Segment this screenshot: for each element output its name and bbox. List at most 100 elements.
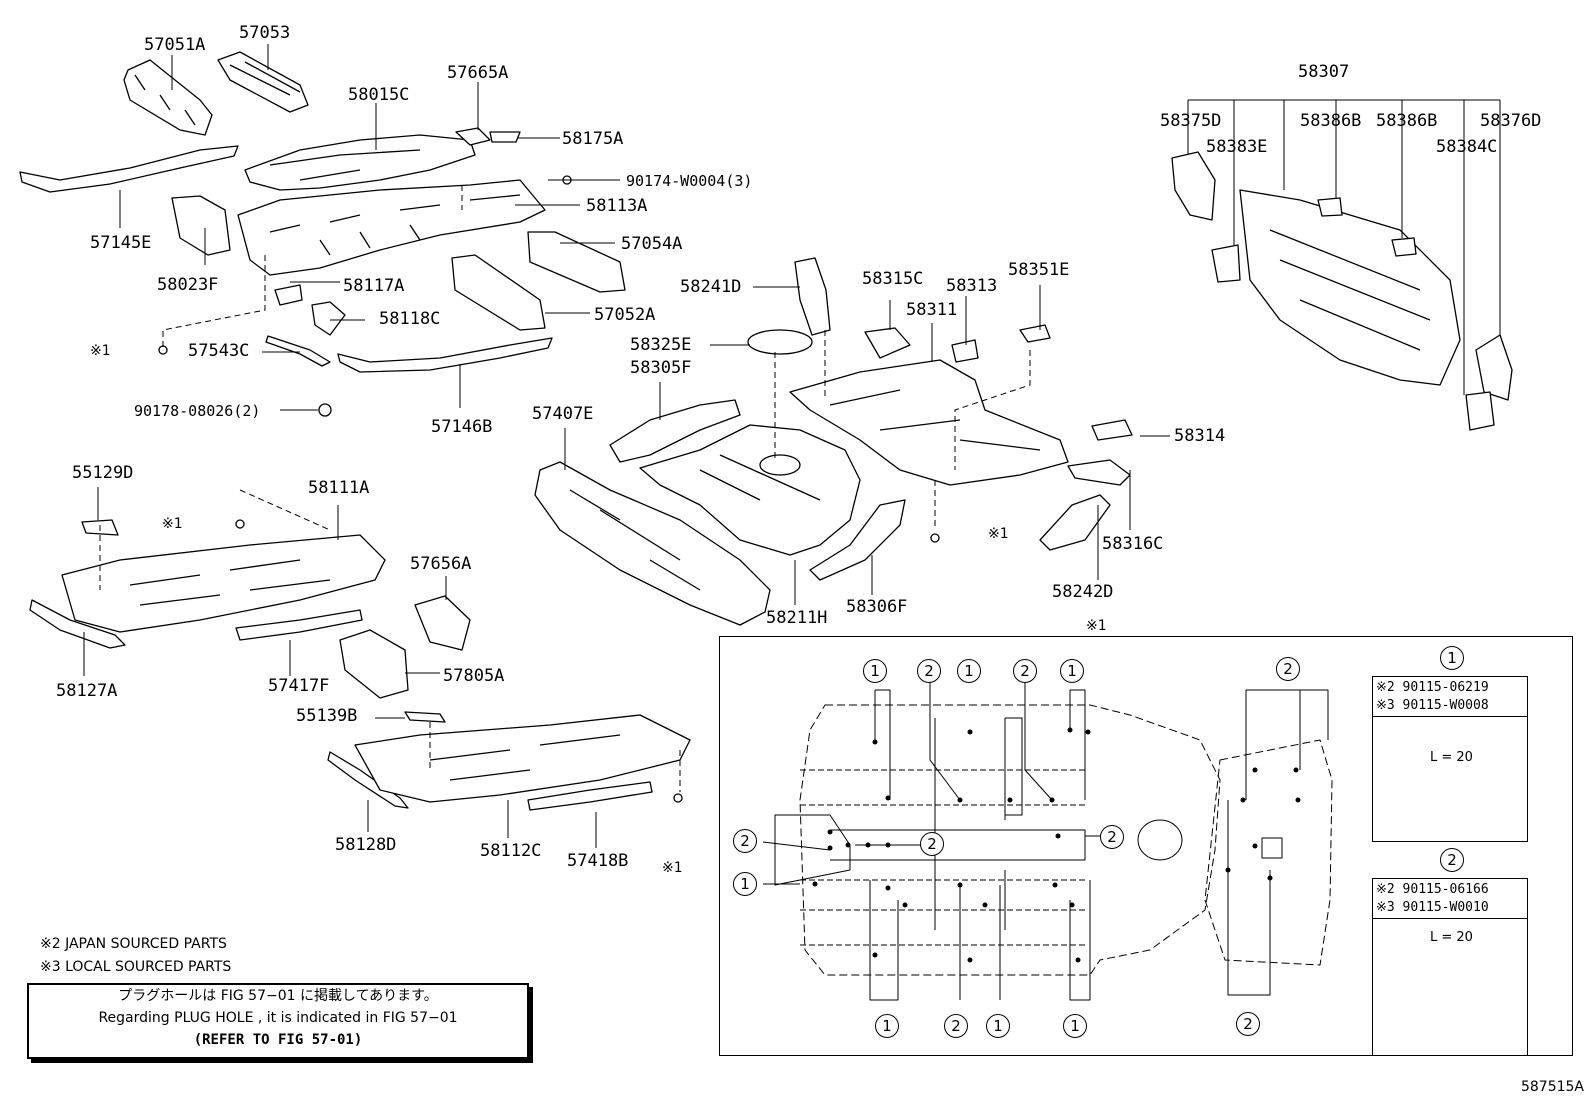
callout-2: 2 (1013, 659, 1037, 683)
part-57417F-shape (235, 609, 363, 641)
part-58375D-shape (1171, 151, 1216, 221)
part-55139B-shape (404, 711, 446, 723)
part-label: 90178-08026(2) (134, 402, 261, 420)
ref-marker: ※1 (988, 526, 1009, 542)
part-label: 57051A (144, 35, 206, 55)
spec-2-screw-box (1372, 918, 1528, 1056)
part-label: 57418B (567, 851, 629, 871)
part-58386B-right-shape (1391, 237, 1417, 257)
spec-2-length: L = 20 (1430, 930, 1473, 945)
callout-2: 2 (1276, 657, 1300, 681)
spec-1-local-part: ※3 90115-W0008 (1376, 698, 1489, 713)
callout-1: 1 (733, 872, 757, 896)
callout-2: 2 (1100, 825, 1124, 849)
part-label: 58127A (56, 681, 118, 701)
part-58113A-shape (237, 179, 546, 276)
part-58117A-shape (274, 284, 303, 306)
spec-1-part-numbers-box (1372, 676, 1528, 718)
reference-line-english: Regarding PLUG HOLE , it is indicated in… (98, 1010, 458, 1026)
part-label: 58128D (335, 835, 397, 855)
spec-2-japan-part: ※2 90115-06166 (1376, 882, 1489, 897)
callout-1: 1 (875, 1014, 899, 1038)
part-58384C-shape (1465, 391, 1495, 431)
callout-1: 1 (957, 659, 981, 683)
part-57805A-shape (339, 629, 409, 699)
spec-2-title-callout: 2 (1440, 848, 1464, 872)
part-label: 58316C (1102, 534, 1164, 554)
part-57051A-shape (123, 59, 213, 136)
part-label: 58313 (946, 276, 998, 296)
callout-2: 2 (920, 832, 944, 856)
part-label: 58307 (1298, 62, 1350, 82)
callout-1: 1 (986, 1014, 1010, 1038)
part-label: 58384C (1436, 137, 1498, 157)
part-label: 58314 (1174, 426, 1226, 446)
callout-2: 2 (917, 659, 941, 683)
part-58242D-shape (1039, 494, 1111, 551)
part-label: 57145E (90, 233, 152, 253)
part-label: 58376D (1480, 111, 1542, 131)
part-58023F-shape (171, 195, 231, 256)
part-label: 58386B (1300, 111, 1362, 131)
part-label: 57417F (268, 676, 330, 696)
part-label: 57543C (188, 341, 250, 361)
part-58111A-shape (61, 534, 386, 633)
note-local-sourced: ※3 LOCAL SOURCED PARTS (40, 959, 232, 975)
leader-lines (83, 44, 1501, 848)
ref-marker-inset: ※1 (1086, 618, 1107, 634)
part-58305F-shape (609, 399, 741, 463)
spec-1-japan-part: ※2 90115-06219 (1376, 680, 1489, 695)
note-japan-sourced: ※2 JAPAN SOURCED PARTS (40, 936, 227, 952)
ref-marker: ※1 (662, 860, 683, 876)
part-58351E-shape (1019, 324, 1051, 343)
part-label: 58241D (680, 277, 742, 297)
spec-2-local-part: ※3 90115-W0010 (1376, 900, 1489, 915)
part-58316C-shape (1067, 459, 1131, 486)
reference-line-japanese: プラグホールは FIG 57−01 に掲載してあります。 (118, 988, 438, 1004)
part-label: 58386B (1376, 111, 1438, 131)
spec-1-length: L = 20 (1430, 750, 1473, 765)
spec-2-part-numbers-box (1372, 878, 1528, 920)
part-58128D-shape (327, 751, 409, 809)
part-57054A-shape (527, 231, 626, 293)
part-label: 58118C (379, 309, 441, 329)
part-58376D-shape (1475, 334, 1513, 401)
callout-1: 1 (1063, 1014, 1087, 1038)
part-label: 55139B (296, 706, 358, 726)
part-90178-08026-shape (318, 403, 332, 417)
part-58314-shape (1091, 419, 1133, 441)
dashed-guides (99, 185, 1031, 792)
part-label: 58175A (562, 129, 624, 149)
part-57665A-shape (455, 127, 491, 146)
part-58211H-shape (639, 424, 861, 556)
part-58313-shape (951, 339, 979, 363)
part-label: 57665A (447, 63, 509, 83)
callout-2: 2 (1236, 1012, 1260, 1036)
part-label: 58315C (862, 269, 924, 289)
part-58383E-shape (1211, 244, 1241, 283)
part-58015C-shape (244, 134, 476, 191)
part-label: 58383E (1206, 137, 1268, 157)
part-58118C-shape (311, 301, 346, 336)
dots (812, 727, 1301, 963)
part-57418B-shape (527, 781, 653, 811)
part-label: 58023F (157, 275, 219, 295)
part-label: 58111A (308, 478, 370, 498)
part-label: 58375D (1160, 111, 1222, 131)
part-label: 57407E (532, 404, 594, 424)
part-58175A-shape (489, 131, 521, 143)
part-58315C-shape (864, 327, 911, 359)
part-label: 58311 (906, 300, 958, 320)
callout-1: 1 (1060, 659, 1084, 683)
part-58127A-shape (29, 599, 126, 649)
part-58241D-shape (794, 257, 831, 336)
part-label: 57656A (410, 554, 472, 574)
part-label: 58117A (343, 276, 405, 296)
part-57407E-shape (534, 461, 771, 626)
part-58386B-left-shape (1317, 197, 1343, 217)
part-label: 55129D (72, 463, 134, 483)
inset-bolt-location-panel (719, 636, 1573, 1056)
callout-2: 2 (733, 829, 757, 853)
part-58306F-shape (809, 499, 906, 581)
